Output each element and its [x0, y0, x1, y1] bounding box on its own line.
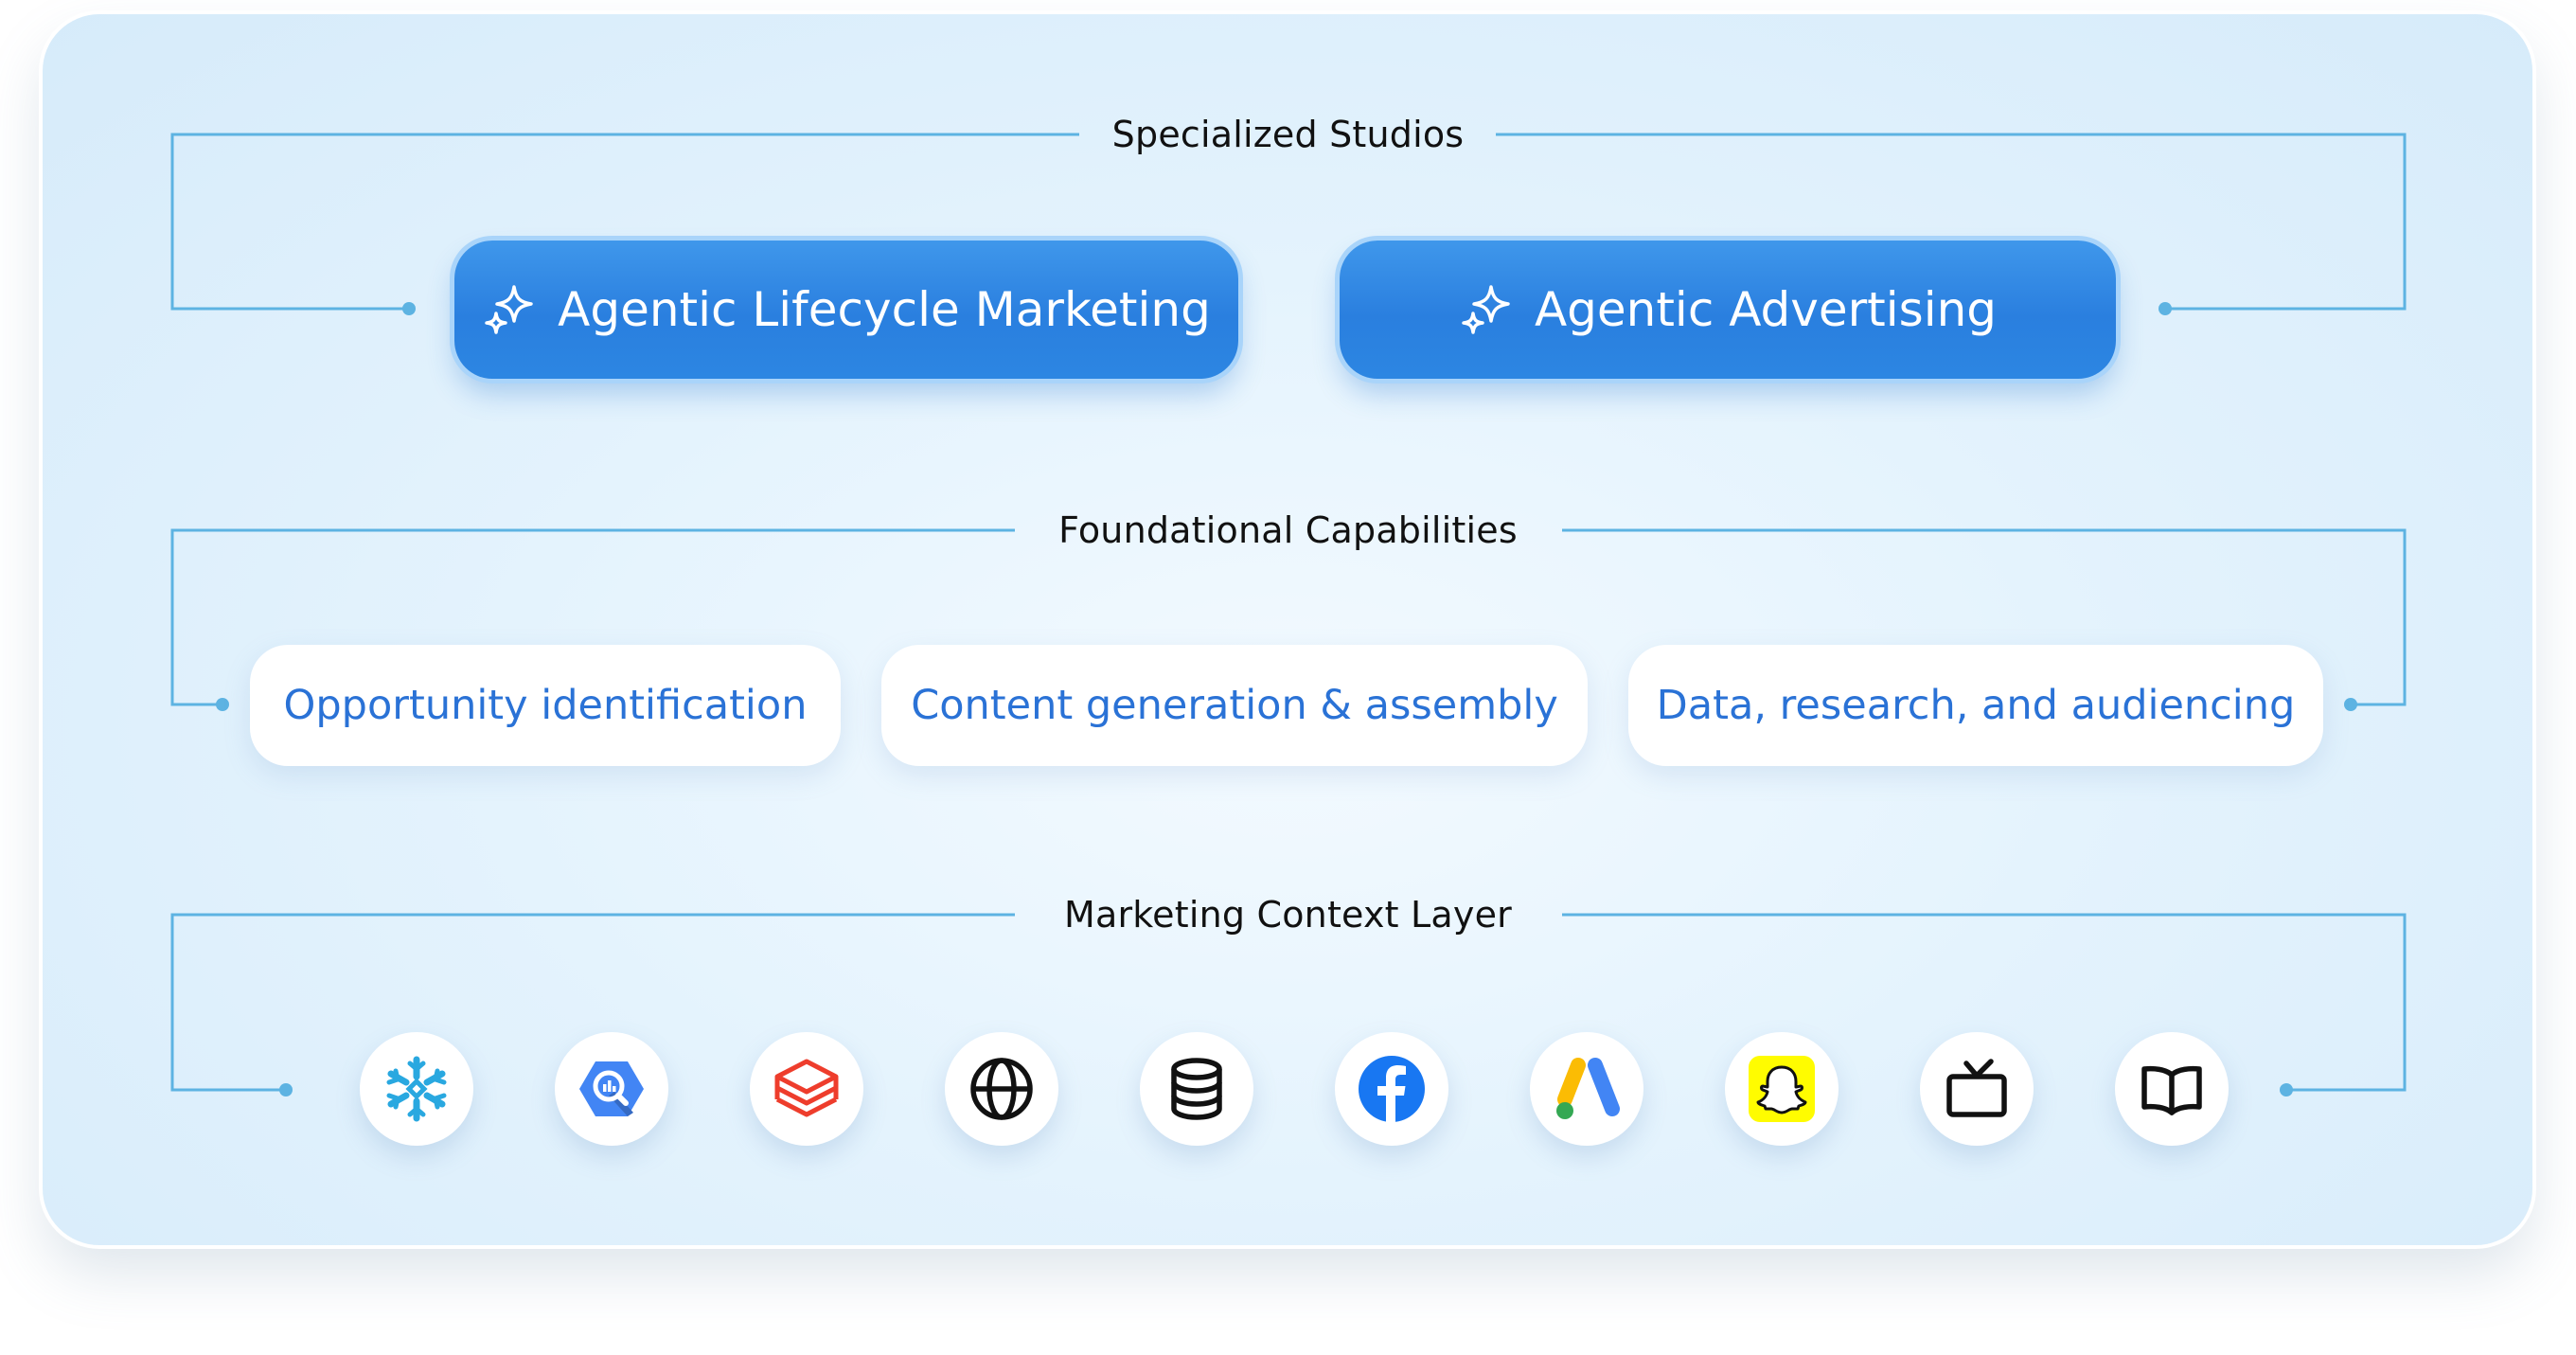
bigquery-icon	[579, 1061, 644, 1116]
connector-dot	[216, 698, 229, 711]
connector-dot	[402, 302, 416, 315]
book-icon	[2141, 1065, 2202, 1115]
context-left-bracket	[170, 913, 1015, 1092]
studios-left-bracket	[170, 133, 1079, 311]
studio-label: Agentic Advertising	[1534, 282, 1998, 337]
snowflake-icon	[386, 1056, 447, 1122]
connector-dot	[279, 1083, 293, 1096]
globe-icon	[970, 1058, 1033, 1120]
section-title-studios: Specialized Studios	[1111, 114, 1465, 155]
tv-icon	[1946, 1059, 2007, 1117]
connector-dot	[2159, 302, 2172, 315]
databricks-icon	[774, 1059, 839, 1117]
database-icon	[1171, 1058, 1222, 1120]
source-tv[interactable]	[1920, 1032, 2034, 1146]
source-database[interactable]	[1140, 1032, 1253, 1146]
sparkle-icon	[1459, 281, 1516, 338]
capabilities-right-bracket	[1562, 528, 2407, 706]
studios-right-bracket	[1496, 133, 2407, 311]
source-bigquery[interactable]	[555, 1032, 668, 1146]
source-snapchat[interactable]	[1725, 1032, 1839, 1146]
studio-agentic-lifecycle-marketing[interactable]: Agentic Lifecycle Marketing	[454, 241, 1238, 379]
connector-dot	[2344, 698, 2357, 711]
section-title-context: Marketing Context Layer	[1064, 894, 1512, 936]
capability-opportunity-identification[interactable]: Opportunity identification	[250, 645, 841, 766]
capability-content-generation[interactable]: Content generation & assembly	[881, 645, 1588, 766]
source-databricks[interactable]	[750, 1032, 863, 1146]
section-title-capabilities: Foundational Capabilities	[1058, 509, 1518, 551]
source-snowflake[interactable]	[360, 1032, 473, 1146]
snapchat-icon	[1749, 1056, 1815, 1122]
source-google-ads[interactable]	[1530, 1032, 1643, 1146]
google-ads-icon	[1556, 1058, 1620, 1119]
studio-agentic-advertising[interactable]: Agentic Advertising	[1340, 241, 2116, 379]
sparkle-icon	[482, 281, 539, 338]
facebook-icon	[1359, 1056, 1425, 1122]
connector-dot	[2280, 1083, 2293, 1096]
context-right-bracket	[1562, 913, 2407, 1092]
source-facebook[interactable]	[1335, 1032, 1448, 1146]
studio-label: Agentic Lifecycle Marketing	[558, 282, 1211, 337]
source-web[interactable]	[945, 1032, 1058, 1146]
source-book[interactable]	[2115, 1032, 2229, 1146]
diagram-card	[43, 14, 2532, 1245]
capabilities-left-bracket	[170, 528, 1015, 706]
capability-data-research-audiencing[interactable]: Data, research, and audiencing	[1628, 645, 2323, 766]
